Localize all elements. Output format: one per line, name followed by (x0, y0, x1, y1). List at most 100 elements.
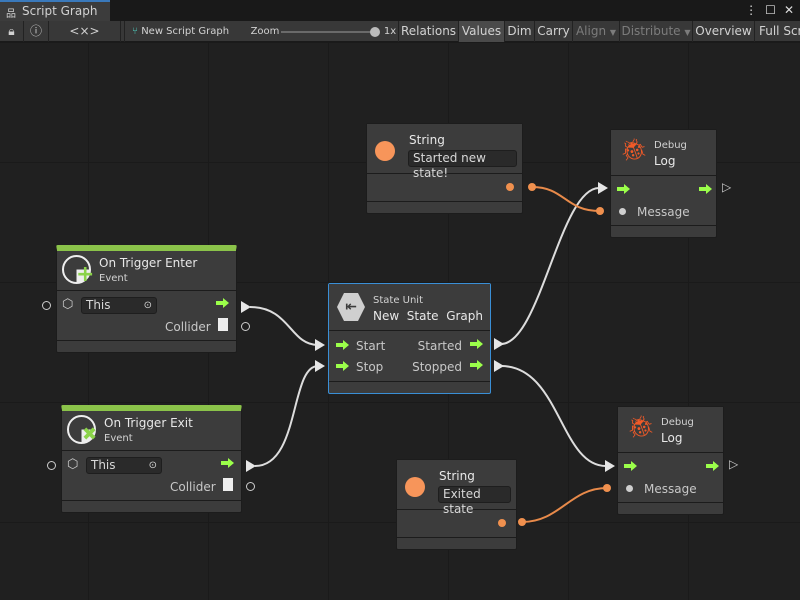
document-icon (223, 478, 233, 491)
on-trigger-enter-node[interactable]: + On Trigger Enter Event ⬡ This⊙ Collide… (56, 245, 237, 353)
node-subtitle: Event (104, 433, 133, 444)
embed-button[interactable]: <×> (49, 21, 121, 42)
node-title: Log (654, 154, 676, 168)
control-output-port-icon[interactable]: ▷ (729, 457, 739, 471)
start-label: Start (356, 339, 386, 353)
node-title: New State Graph (373, 309, 484, 323)
dim-button[interactable]: Dim (505, 21, 535, 42)
node-title: String (439, 469, 475, 483)
control-output-port[interactable] (241, 301, 251, 313)
node-title: String (409, 133, 445, 147)
string-output-port[interactable] (498, 519, 506, 527)
node-subtitle: Event (99, 273, 128, 284)
object-picker-icon[interactable]: ⊙ (143, 300, 152, 311)
lock-button[interactable]: 🔒︎ (0, 21, 24, 42)
control-output-arrow-icon[interactable] (699, 184, 713, 194)
info-icon: ⓘ (29, 24, 42, 38)
start-input-port[interactable] (315, 339, 325, 351)
string-value-field[interactable]: Exited state (438, 486, 511, 516)
debug-log-node-1[interactable]: 🐞︎ Debug Log Message (610, 129, 717, 238)
string-node-1[interactable]: String Started new state! (366, 123, 523, 214)
zoom-value: 1x (383, 26, 397, 37)
string-icon (405, 477, 425, 497)
divider (121, 21, 125, 42)
distribute-dropdown[interactable]: Distribute ▼ (620, 21, 693, 42)
input-port[interactable] (47, 461, 56, 470)
input-port[interactable] (42, 301, 51, 310)
graph-icon: 品 (6, 9, 16, 20)
plus-icon: + (76, 262, 95, 287)
kebab-icon[interactable]: ⋮ (745, 3, 758, 17)
start-input-arrow-icon[interactable] (336, 340, 350, 350)
node-category: State Unit (373, 295, 424, 306)
node-title: On Trigger Enter (99, 256, 198, 270)
carry-button[interactable]: Carry (535, 21, 573, 42)
zoom-label: Zoom (250, 26, 280, 37)
values-button[interactable]: Values (459, 21, 505, 42)
message-port[interactable] (619, 208, 626, 215)
control-output-arrow-icon[interactable] (221, 458, 235, 468)
stop-input-arrow-icon[interactable] (336, 361, 350, 371)
on-trigger-exit-node[interactable]: ✖ On Trigger Exit Event ⬡ This⊙ Collider (61, 405, 242, 513)
dropdown-icon: ▼ (609, 28, 617, 37)
control-output-port[interactable] (246, 460, 256, 472)
state-unit-icon: ⇤ (337, 293, 365, 321)
control-output-port-icon[interactable]: ▷ (722, 180, 732, 194)
zoom-slider-handle[interactable] (370, 27, 380, 37)
collider-output-port[interactable] (241, 322, 250, 331)
gameobject-cube-icon: ⬡ (67, 457, 79, 472)
info-button[interactable]: ⓘ (24, 21, 49, 42)
started-output-arrow-icon[interactable] (470, 339, 484, 349)
stop-input-port[interactable] (315, 360, 325, 372)
node-category: Debug (654, 140, 687, 151)
target-field[interactable]: This⊙ (86, 457, 162, 474)
align-dropdown[interactable]: Align ▼ (573, 21, 620, 42)
log2-control-input-port[interactable] (605, 460, 615, 472)
target-field[interactable]: This⊙ (81, 297, 157, 314)
maximize-icon[interactable]: ☐ (765, 3, 776, 17)
toolbar: 🔒︎ ⓘ <×> ⑂ New Script Graph Zoom 1x Rela… (0, 21, 800, 42)
started-label: Started (417, 339, 462, 353)
close-icon[interactable]: ✕ (783, 3, 794, 17)
relations-button[interactable]: Relations (398, 21, 459, 42)
lock-icon: 🔒︎ (8, 24, 15, 38)
bug-icon: 🐞︎ (627, 415, 655, 440)
string-node-2[interactable]: String Exited state (396, 459, 517, 550)
graph-name-button[interactable]: ⑂ New Script Graph (132, 26, 230, 37)
control-output-arrow-icon[interactable] (216, 298, 230, 308)
string-output-port[interactable] (506, 183, 514, 191)
collider-label: Collider (170, 480, 216, 494)
control-output-arrow-icon[interactable] (706, 461, 720, 471)
bug-icon: 🐞︎ (620, 138, 648, 163)
full-screen-button[interactable]: Full Screen (755, 21, 800, 42)
trigger-enter-icon (62, 255, 91, 284)
stopped-output-port[interactable] (494, 360, 504, 372)
stopped-output-arrow-icon[interactable] (470, 360, 484, 370)
state-unit-node[interactable]: ⇤ State Unit New State Graph Start Start… (328, 283, 491, 394)
started-output-port[interactable] (494, 338, 504, 350)
control-input-arrow-icon[interactable] (624, 461, 638, 471)
zoom-slider[interactable] (281, 27, 380, 37)
stopped-label: Stopped (412, 360, 462, 374)
document-icon (218, 318, 228, 331)
graph-icon: ⑂ (132, 26, 138, 37)
control-input-arrow-icon[interactable] (617, 184, 631, 194)
node-category: Debug (661, 417, 694, 428)
string-icon (375, 141, 395, 161)
message-port[interactable] (626, 485, 633, 492)
x-icon: ✖ (82, 424, 98, 445)
debug-log-node-2[interactable]: 🐞︎ Debug Log Message (617, 406, 724, 515)
overview-button[interactable]: Overview (693, 21, 755, 42)
collider-output-port[interactable] (246, 482, 255, 491)
gameobject-cube-icon: ⬡ (62, 297, 74, 312)
trigger-exit-icon (67, 415, 96, 444)
log1-control-input-port[interactable] (598, 182, 608, 194)
dropdown-icon: ▼ (684, 28, 691, 37)
stop-label: Stop (356, 360, 384, 374)
string-value-field[interactable]: Started new state! (408, 150, 517, 180)
node-title: On Trigger Exit (104, 416, 193, 430)
object-picker-icon[interactable]: ⊙ (148, 460, 157, 471)
message-label: Message (637, 205, 690, 219)
